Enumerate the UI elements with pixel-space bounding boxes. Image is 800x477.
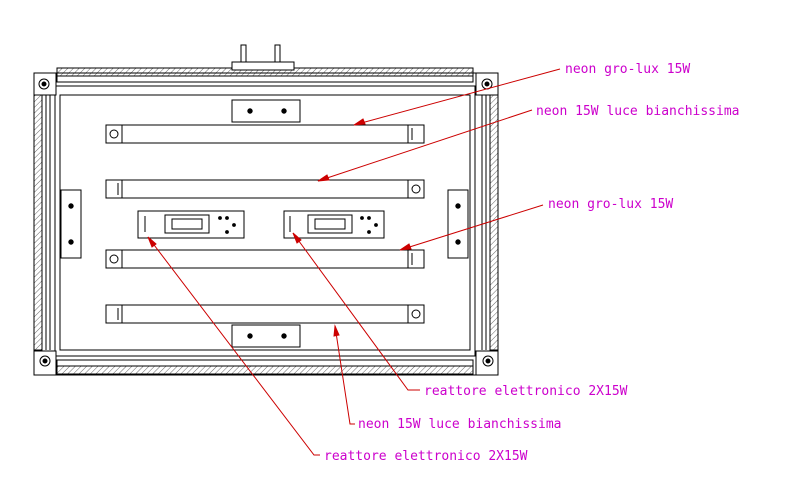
tube-1 [105,124,425,144]
label-mid-grolux: neon gro-lux 15W [548,197,673,212]
label-top-grolux: neon gro-lux 15W [565,62,690,77]
inner-panel [59,94,471,351]
label-reattore-left: reattore elettronico 2X15W [324,449,528,464]
ballasts [137,210,385,239]
leader-top-bianchissima [317,109,533,182]
bracket-left [60,189,82,259]
corner-brackets [33,72,499,376]
corner-bottom-right [475,350,499,376]
bracket-bottom [231,324,301,348]
frame [33,67,499,376]
label-top-bianchissima: neon 15W luce bianchissima [536,104,740,119]
leader-top-grolux [353,68,561,126]
leader-bottom-bianchissima [333,324,355,425]
cable-plug [231,44,295,71]
leader-mid-grolux [399,204,544,251]
corner-top-left [33,72,57,96]
bracket-right [447,189,469,259]
tube-4 [105,304,425,324]
tube-3 [105,249,425,269]
tube-2 [105,179,425,199]
ballast-right [283,210,385,239]
label-reattore-right: reattore elettronico 2X15W [424,384,628,399]
mounting-brackets [60,99,469,348]
bracket-top [231,99,301,123]
leader-reattore-right [292,232,420,391]
labels: neon gro-lux 15W neon 15W luce bianchiss… [324,62,740,464]
corner-bottom-left [33,350,57,376]
right-rail [489,94,499,351]
ballast-left [137,210,245,239]
leader-reattore-left [147,236,320,456]
left-rail [33,94,43,351]
bottom-rail [56,359,474,367]
tubes [105,124,425,324]
corner-top-right [475,72,499,96]
leader-lines [147,68,561,456]
label-bottom-bianchissima: neon 15W luce bianchissima [358,417,562,432]
